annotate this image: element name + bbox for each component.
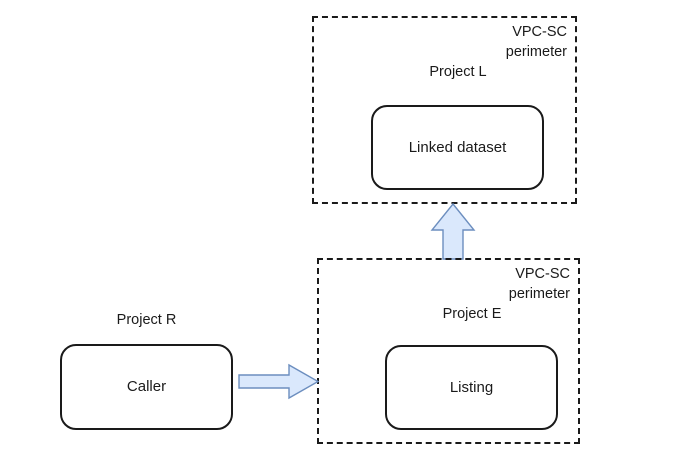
node-listing[interactable]: Listing [385, 345, 558, 430]
perimeter-label-bottom-line2: perimeter [508, 285, 570, 302]
node-caller[interactable]: Caller [60, 344, 233, 430]
vpc-sc-perimeter-project-e [317, 258, 580, 444]
perimeter-label-top: VPC-SC perimeter [407, 23, 567, 62]
node-listing-label: Listing [449, 378, 494, 396]
perimeter-label-bottom: VPC-SC perimeter [410, 265, 570, 304]
perimeter-label-top-line2: perimeter [505, 43, 567, 60]
node-linked-dataset[interactable]: Linked dataset [371, 105, 544, 190]
vpc-sc-perimeter-project-l [312, 16, 577, 204]
arrow-right-shape [238, 363, 320, 400]
perimeter-label-bottom-line1: VPC-SC [515, 266, 570, 282]
project-label-l: Project L [429, 64, 487, 80]
perimeter-label-top-line1: VPC-SC [512, 24, 567, 40]
node-linked-dataset-label: Linked dataset [408, 138, 507, 156]
arrow-up-shape [430, 202, 476, 260]
arrow-caller-to-listing [238, 363, 320, 400]
project-label-e: Project E [442, 306, 502, 322]
arrow-listing-to-linked-dataset [430, 202, 476, 260]
project-label-r: Project R [116, 312, 177, 328]
node-caller-label: Caller [126, 378, 167, 395]
